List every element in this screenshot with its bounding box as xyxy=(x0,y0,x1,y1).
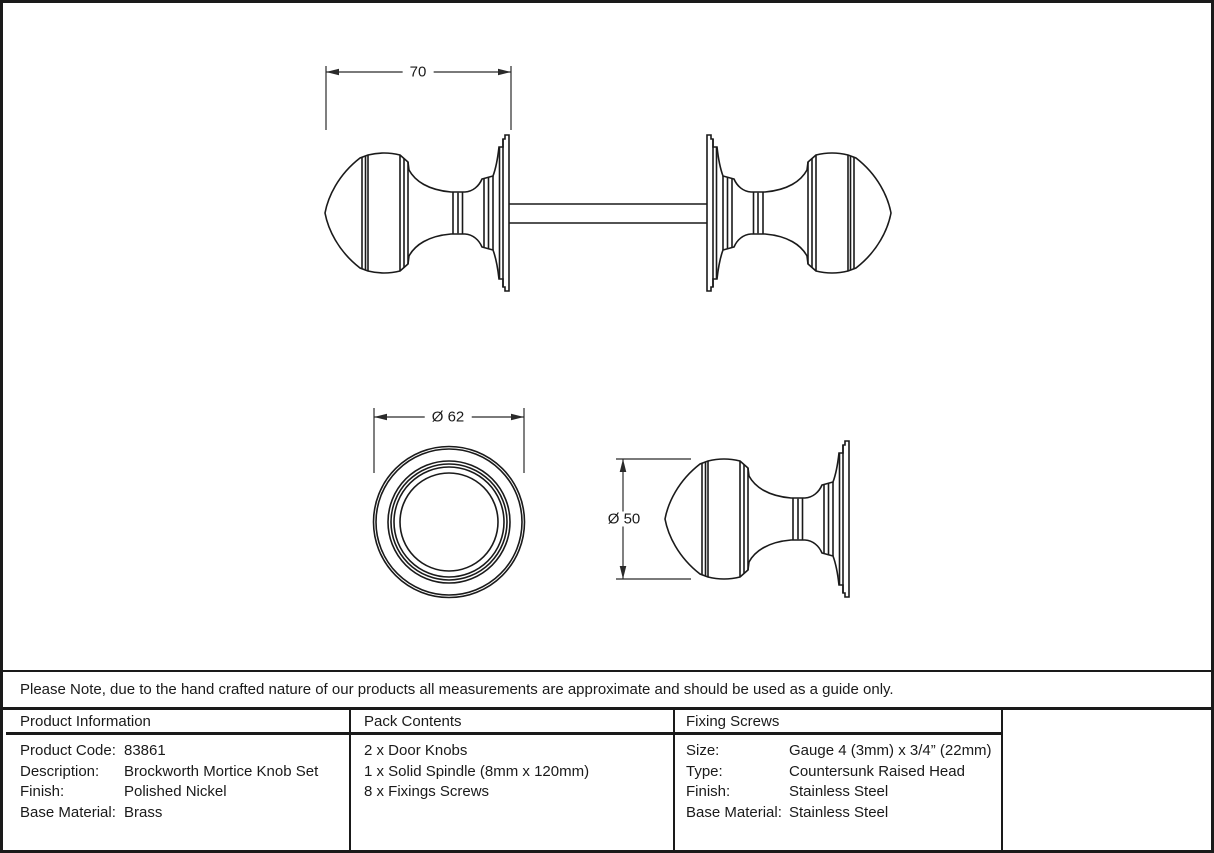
table-divider-3 xyxy=(1001,710,1003,850)
table-row: Finish: Polished Nickel xyxy=(20,782,340,803)
table-row: Finish: Stainless Steel xyxy=(686,782,996,803)
screw-type-label: Type: xyxy=(686,762,723,780)
screw-base-material-value: Stainless Steel xyxy=(789,803,889,821)
right-knob-side-view xyxy=(706,134,892,292)
knob-technical-drawing xyxy=(324,66,892,599)
screw-type-value: Countersunk Raised Head xyxy=(789,762,965,780)
note-top-rule xyxy=(3,670,1211,672)
product-code-label: Product Code: xyxy=(20,742,116,759)
finish-value: Polished Nickel xyxy=(124,783,227,800)
description-label: Description: xyxy=(20,762,100,780)
table-row: Product Code: 83861 xyxy=(20,741,340,762)
table-row: Size: Gauge 4 (3mm) x 3/4” (22mm) xyxy=(686,741,996,762)
description-value: Brockworth Mortice Knob Set xyxy=(124,762,319,780)
dimension-label-rose-diameter: Ø 62 xyxy=(424,409,472,425)
dimension-label-knob-diameter: Ø 50 xyxy=(600,511,648,527)
table-row: Base Material: Stainless Steel xyxy=(686,803,996,824)
screw-finish-label: Finish: xyxy=(686,783,731,800)
base-material-value: Brass xyxy=(124,803,163,821)
rose-front-view xyxy=(372,445,526,599)
header-fixing-screws-label: Fixing Screws xyxy=(686,712,780,730)
table-top-rule xyxy=(3,707,1211,710)
screw-base-material-label: Base Material: xyxy=(686,803,782,821)
pack-item: 2 x Door Knobs xyxy=(364,742,468,759)
header-product-information-label: Product Information xyxy=(20,712,151,730)
dimension-label-width: 70 xyxy=(402,64,434,80)
table-divider-1 xyxy=(349,710,351,850)
screw-size-value: Gauge 4 (3mm) x 3/4” (22mm) xyxy=(789,742,992,759)
base-material-label: Base Material: xyxy=(20,803,116,821)
pack-item: 1 x Solid Spindle (8mm x 120mm) xyxy=(364,762,590,780)
product-information-cell: Product Code: 83861 Description: Brockwo… xyxy=(20,741,340,823)
left-knob-side-view xyxy=(324,134,510,292)
single-knob-side-view xyxy=(664,440,850,598)
screw-size-label: Size: xyxy=(686,742,720,759)
finish-label: Finish: xyxy=(20,783,65,800)
table-row: Base Material: Brass xyxy=(20,803,340,824)
spindle xyxy=(508,203,708,224)
pack-item: 8 x Fixings Screws xyxy=(364,783,490,800)
measurement-note: Please Note, due to the hand crafted nat… xyxy=(20,681,894,698)
table-row: Type: Countersunk Raised Head xyxy=(686,762,996,783)
table-divider-2 xyxy=(673,710,675,850)
header-pack-contents-label: Pack Contents xyxy=(364,712,462,730)
product-code-value: 83861 xyxy=(124,742,166,759)
pack-contents-cell: 2 x Door Knobs 1 x Solid Spindle (8mm x … xyxy=(364,741,664,803)
screw-finish-value: Stainless Steel xyxy=(789,783,889,800)
table-header-rule xyxy=(6,732,1003,735)
note-row: Please Note, due to the hand crafted nat… xyxy=(6,672,1208,707)
header-product-information: Product Information xyxy=(20,710,151,732)
table-row: Description: Brockworth Mortice Knob Set xyxy=(20,762,340,783)
header-pack-contents: Pack Contents xyxy=(364,710,462,732)
header-fixing-screws: Fixing Screws xyxy=(686,710,779,732)
fixing-screws-cell: Size: Gauge 4 (3mm) x 3/4” (22mm) Type: … xyxy=(686,741,996,823)
